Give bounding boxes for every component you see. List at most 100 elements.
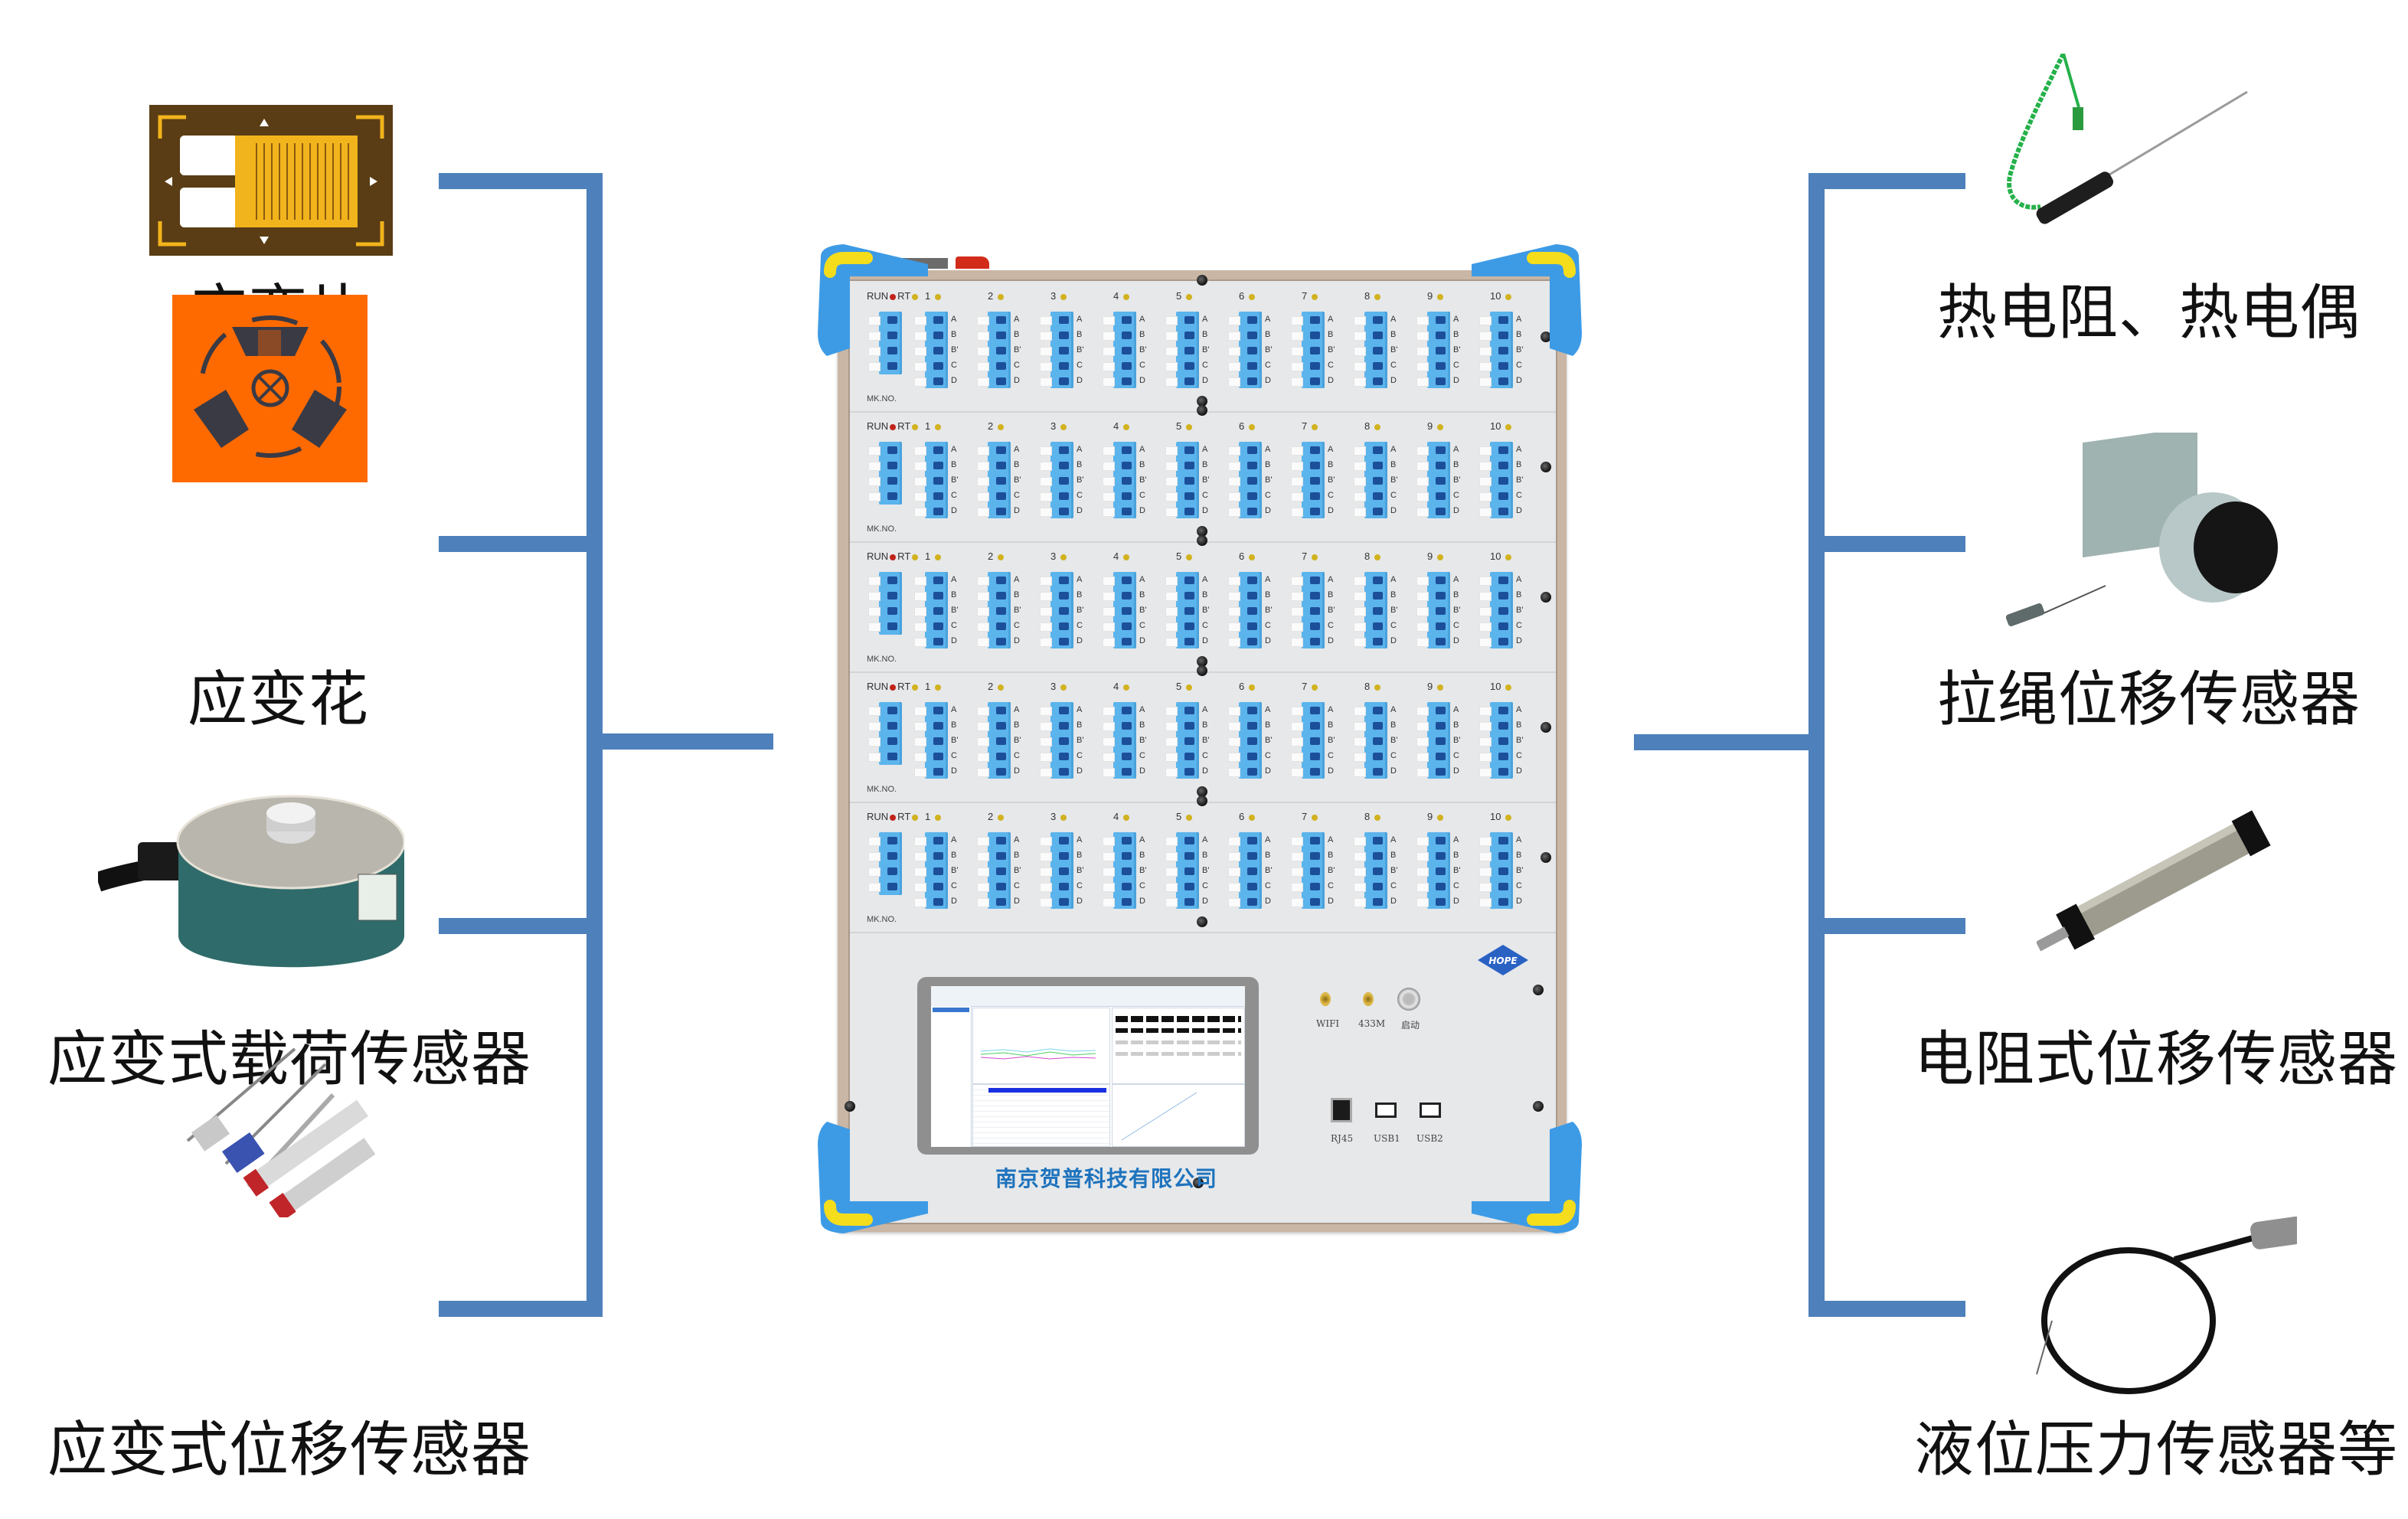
channel-led: [1185, 554, 1192, 560]
channel-terminal-block[interactable]: [914, 702, 948, 779]
channel-terminal-block[interactable]: [1291, 832, 1325, 909]
channel-terminal-block[interactable]: [1040, 312, 1073, 388]
channel-number: 10: [1490, 811, 1513, 822]
bumper-top-right: [1472, 244, 1582, 356]
channel-terminal-block[interactable]: [1354, 572, 1387, 648]
screw: [1197, 916, 1207, 927]
channel-number: 5: [1176, 681, 1194, 692]
power-terminal-block[interactable]: [868, 702, 902, 765]
channel-terminal-block[interactable]: [977, 442, 1011, 518]
channel-terminal-block[interactable]: [1103, 442, 1136, 518]
channel-terminal-block[interactable]: [914, 312, 948, 388]
channel-terminal-block[interactable]: [1228, 312, 1262, 388]
channel-terminal-block[interactable]: [1103, 832, 1136, 909]
channel-terminal-block[interactable]: [1040, 442, 1073, 518]
channel-led: [997, 293, 1004, 300]
power-terminal-block[interactable]: [868, 312, 902, 374]
load-cell-icon: [98, 795, 404, 968]
channel-led: [1505, 554, 1512, 560]
channel-terminal-block[interactable]: [1291, 442, 1325, 518]
rt-led: [912, 814, 919, 821]
power-terminal-block[interactable]: [868, 442, 902, 505]
hope-logo: HOPE: [1478, 945, 1528, 975]
rj45-port[interactable]: [1331, 1098, 1352, 1122]
channel-terminal-block[interactable]: [1040, 572, 1073, 648]
channel-terminal-block[interactable]: [1479, 832, 1513, 909]
channel-terminal-block[interactable]: [1165, 442, 1199, 518]
channel-terminal-block[interactable]: [977, 832, 1011, 909]
channel-terminal-block[interactable]: [1354, 702, 1387, 779]
channel-terminal-block[interactable]: [1354, 832, 1387, 909]
channel-terminal-block[interactable]: [1416, 312, 1450, 388]
channel-terminal-block[interactable]: [1040, 702, 1073, 779]
channel-terminal-block[interactable]: [1228, 572, 1262, 648]
channel-terminal-block[interactable]: [914, 572, 948, 648]
screw: [1197, 405, 1207, 416]
right-branch-line-1: [1808, 173, 1965, 189]
right-sensor-label-1: 热电阻、热电偶: [1937, 279, 2361, 348]
433m-antenna-port[interactable]: [1363, 992, 1374, 1006]
channel-terminal-block[interactable]: [1103, 572, 1136, 648]
channel-terminal-block[interactable]: [1354, 442, 1387, 518]
channel-led: [934, 554, 941, 560]
channel-terminal-block[interactable]: [1040, 832, 1073, 909]
run-label: RUN: [867, 550, 889, 562]
channel-terminal-block[interactable]: [1291, 702, 1325, 779]
channel-terminal-block[interactable]: [1416, 702, 1450, 779]
channel-terminal-block[interactable]: [1479, 442, 1513, 518]
power-terminal-block[interactable]: [868, 832, 902, 895]
wifi-antenna-port[interactable]: [1320, 992, 1331, 1006]
channel-number: 3: [1050, 811, 1068, 822]
channel-terminal-block[interactable]: [1291, 572, 1325, 648]
channel-led: [934, 423, 941, 430]
channel-terminal-block[interactable]: [1228, 442, 1262, 518]
channel-terminal-block[interactable]: [914, 832, 948, 909]
channel-led: [1505, 423, 1512, 430]
channel-terminal-block[interactable]: [1228, 832, 1262, 909]
data-table-pane: [972, 1084, 1110, 1147]
touch-screen[interactable]: [917, 977, 1259, 1155]
start-button[interactable]: [1397, 988, 1420, 1011]
channel-terminal-block[interactable]: [1354, 312, 1387, 388]
channel-terminal-block[interactable]: [977, 572, 1011, 648]
channel-terminal-block[interactable]: [1416, 572, 1450, 648]
channel-led: [1122, 684, 1129, 691]
channel-terminal-block[interactable]: [1165, 832, 1199, 909]
channel-terminal-block[interactable]: [1479, 572, 1513, 648]
channel-terminal-block[interactable]: [1416, 832, 1450, 909]
channel-led: [1505, 814, 1512, 821]
channel-terminal-block[interactable]: [1103, 702, 1136, 779]
usb1-port[interactable]: [1375, 1102, 1397, 1118]
channel-number: 6: [1239, 420, 1256, 432]
channel-number: 10: [1490, 290, 1513, 302]
channel-terminal-block[interactable]: [1479, 312, 1513, 388]
channel-terminal-block[interactable]: [1291, 312, 1325, 388]
channel-terminal-block[interactable]: [977, 312, 1011, 388]
channel-terminal-block[interactable]: [1479, 702, 1513, 779]
channel-terminal-block[interactable]: [1416, 442, 1450, 518]
channel-terminal-block[interactable]: [1165, 702, 1199, 779]
channel-terminal-block[interactable]: [977, 702, 1011, 779]
power-switch[interactable]: [956, 256, 989, 269]
usb2-port[interactable]: [1420, 1102, 1441, 1118]
channel-terminal-block[interactable]: [914, 442, 948, 518]
channel-terminal-block[interactable]: [1165, 312, 1199, 388]
channel-led: [1505, 684, 1512, 691]
channel-terminal-block[interactable]: [1228, 702, 1262, 779]
power-terminal-block[interactable]: [868, 572, 902, 635]
channel-terminal-block[interactable]: [1165, 572, 1199, 648]
channel-terminal-block[interactable]: [1103, 312, 1136, 388]
channel-led: [1374, 554, 1380, 560]
